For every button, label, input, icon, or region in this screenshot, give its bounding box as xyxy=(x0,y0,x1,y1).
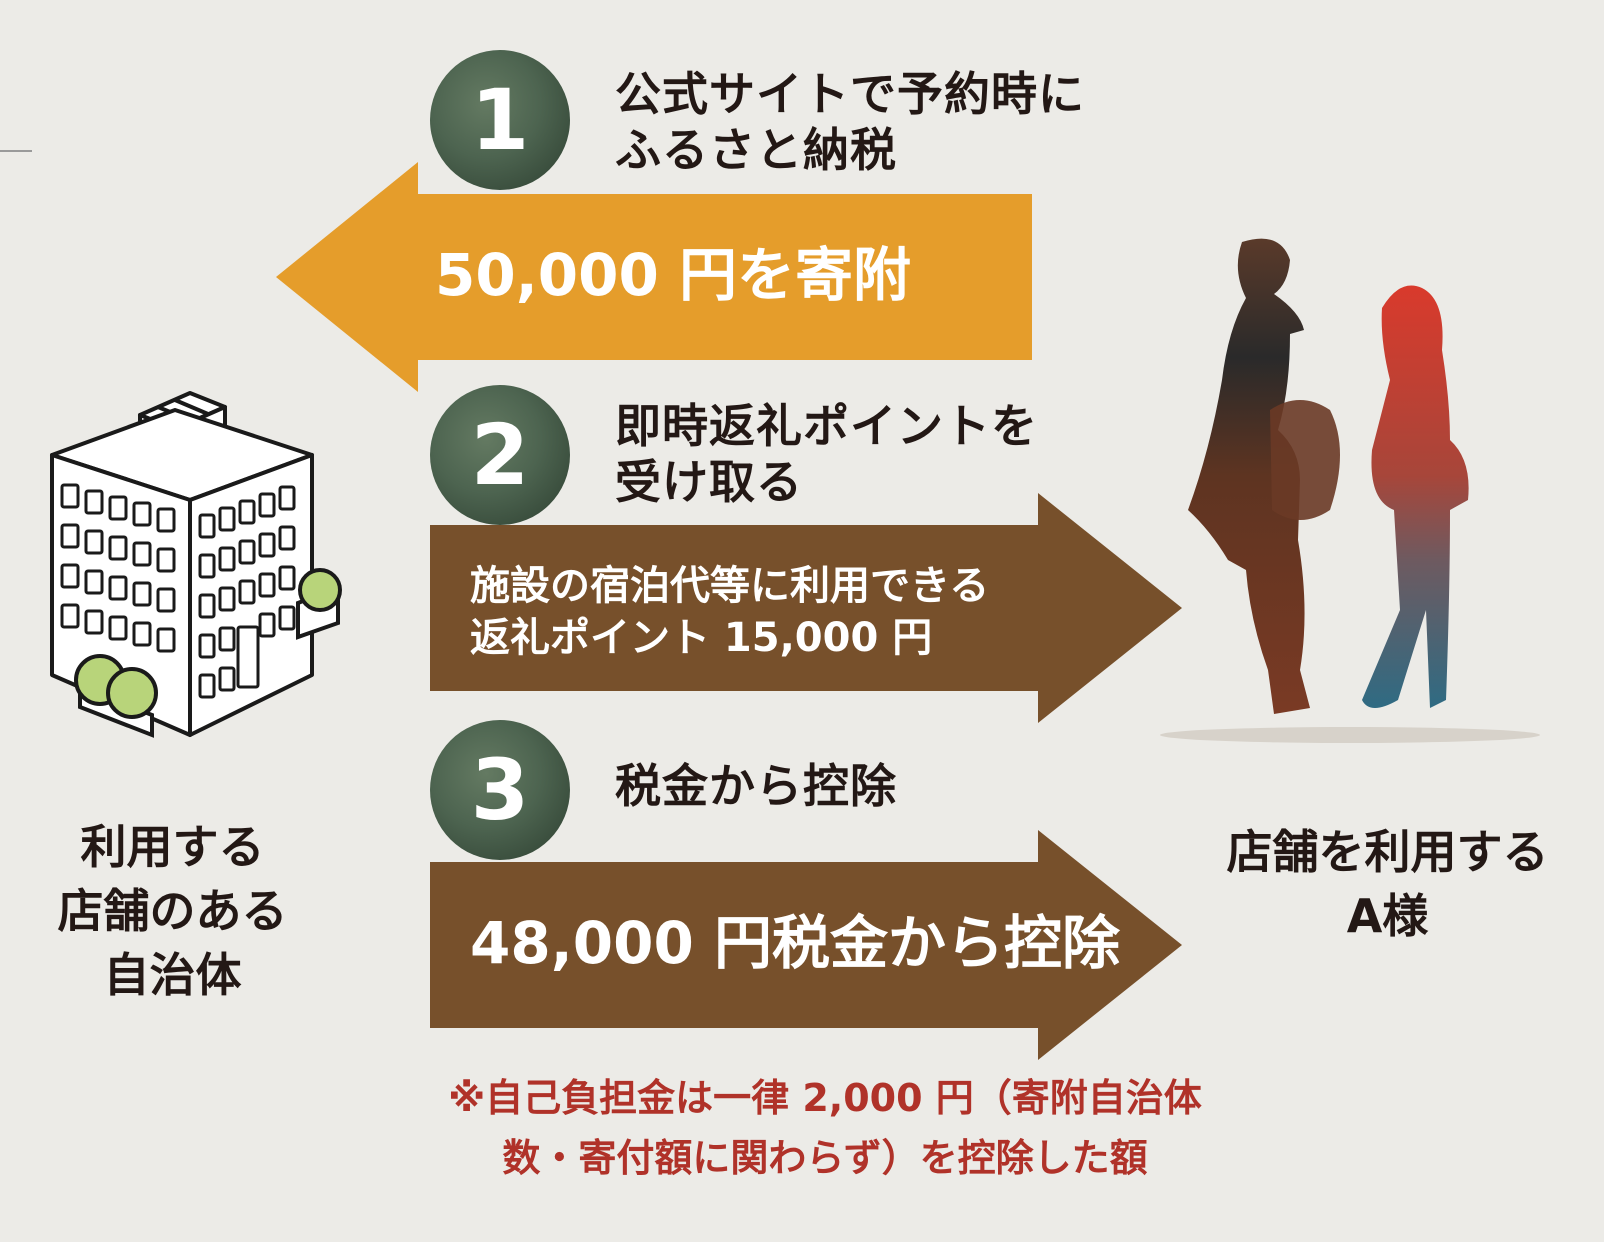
step-1-title-line-2: ふるさと納税 xyxy=(615,123,897,177)
donation-arrow xyxy=(276,162,1032,392)
municipality-label-line-2: 店舗のある xyxy=(57,884,288,938)
deduction-arrow xyxy=(430,830,1182,1060)
customer-label-line-2: A様 xyxy=(1346,889,1429,943)
step-2-number-circle: 2 xyxy=(430,385,570,525)
footnote: ※自己負担金は一律 2,000 円（寄附自治体 数・寄付額に関わらず）を控除した… xyxy=(395,1068,1255,1188)
step-3-number-circle: 3 xyxy=(430,720,570,860)
step-1-title: 公式サイトで予約時に ふるさと納税 xyxy=(615,66,1085,178)
municipality-label-line-1: 利用する xyxy=(80,820,265,874)
municipality-label: 利用する 店舗のある 自治体 xyxy=(20,815,325,1007)
customer-label: 店舗を利用する A様 xyxy=(1190,820,1585,948)
deduction-arrow-label: 48,000 円税金から控除 xyxy=(470,909,1121,977)
points-arrow-label-line-1: 施設の宿泊代等に利用できる xyxy=(470,563,990,609)
footnote-line-1: ※自己負担金は一律 2,000 円（寄附自治体 xyxy=(448,1076,1202,1120)
points-arrow-label-line-2: 返礼ポイント 15,000 円 xyxy=(470,615,933,661)
step-2-title: 即時返礼ポイントを 受け取る xyxy=(615,398,1038,510)
step-1-number: 1 xyxy=(470,71,530,169)
footnote-line-2: 数・寄付額に関わらず）を控除した額 xyxy=(502,1136,1148,1180)
step-3-number: 3 xyxy=(470,741,530,839)
donation-arrow-label: 50,000 円を寄附 xyxy=(435,241,912,309)
customer-label-line-1: 店舗を利用する xyxy=(1226,825,1549,879)
step-1-number-circle: 1 xyxy=(430,50,570,190)
step-2-number: 2 xyxy=(470,406,530,504)
step-2-title-line-2: 受け取る xyxy=(615,455,803,509)
divider-line xyxy=(0,150,32,152)
step-3-title: 税金から控除 xyxy=(615,759,897,813)
couple-illustration xyxy=(1160,238,1540,743)
step-2-title-line-1: 即時返礼ポイントを xyxy=(615,399,1038,453)
step-1-title-line-1: 公式サイトで予約時に xyxy=(615,67,1085,121)
municipality-label-line-3: 自治体 xyxy=(103,948,242,1002)
points-arrow-label: 施設の宿泊代等に利用できる 返礼ポイント 15,000 円 xyxy=(470,560,989,664)
points-arrow xyxy=(430,493,1182,723)
building-icon xyxy=(50,391,342,738)
